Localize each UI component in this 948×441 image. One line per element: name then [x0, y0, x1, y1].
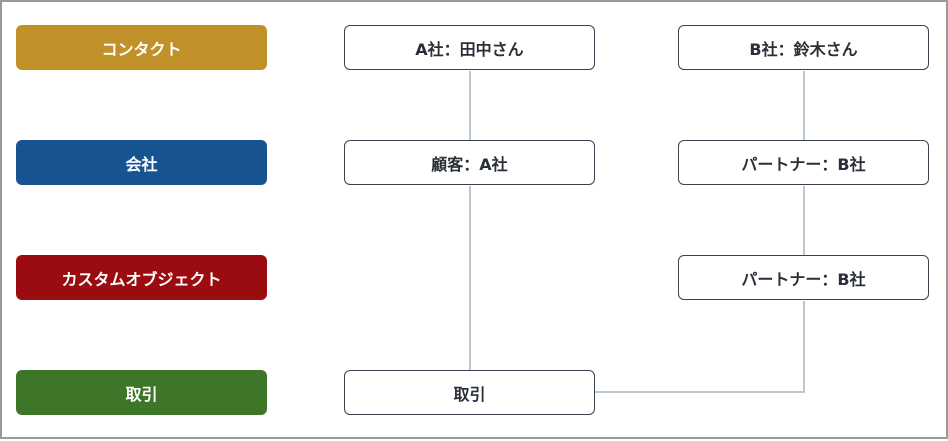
row-label-contact: コンタクト — [16, 25, 267, 70]
node-b-custom-object-text: パートナー：B社 — [741, 269, 866, 289]
node-a-contact[interactable]: A社：田中さん — [344, 25, 595, 70]
node-b-contact-text: B社：鈴木さん — [749, 39, 858, 59]
node-a-company-text: 顧客：A社 — [431, 154, 508, 174]
row-label-custom-object: カスタムオブジェクト — [16, 255, 267, 300]
connector-b-custom-deal — [595, 301, 805, 393]
node-b-contact[interactable]: B社：鈴木さん — [678, 25, 929, 70]
node-a-contact-text: A社：田中さん — [415, 39, 524, 59]
node-b-company-text: パートナー：B社 — [741, 154, 866, 174]
node-a-deal-text: 取引 — [453, 384, 486, 404]
node-a-company[interactable]: 顧客：A社 — [344, 140, 595, 185]
row-label-deal-text: 取引 — [125, 384, 158, 404]
row-label-company-text: 会社 — [125, 154, 158, 174]
row-label-contact-text: コンタクト — [101, 39, 182, 59]
node-b-company[interactable]: パートナー：B社 — [678, 140, 929, 185]
node-a-deal[interactable]: 取引 — [344, 370, 595, 415]
row-label-deal: 取引 — [16, 370, 267, 415]
row-label-company: 会社 — [16, 140, 267, 185]
node-b-custom-object[interactable]: パートナー：B社 — [678, 255, 929, 300]
row-label-custom-object-text: カスタムオブジェクト — [61, 269, 222, 289]
